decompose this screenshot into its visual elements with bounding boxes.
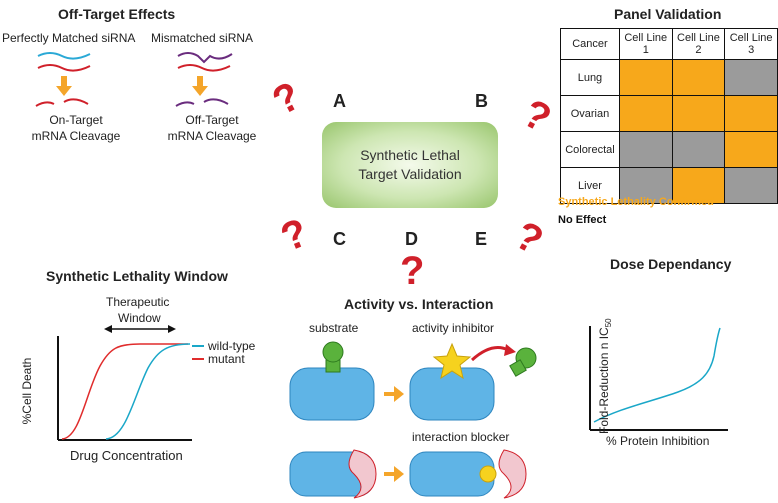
center-box-line2: Target Validation <box>358 166 462 182</box>
legend-no-effect: No Effect <box>558 214 607 226</box>
question-mark-icon: ? <box>516 91 558 141</box>
right-arrow-icon <box>384 386 404 402</box>
letter-c: C <box>333 229 346 249</box>
letter-e: E <box>475 229 488 249</box>
mismatched-sirna-label: Mismatched siRNA <box>151 31 254 45</box>
cleaved-mrna-icon <box>35 98 89 107</box>
question-mark-icon: ? <box>400 249 424 293</box>
legend-mutant: mutant <box>208 352 245 366</box>
result-cell <box>671 131 726 168</box>
substrate-icon <box>322 341 344 363</box>
inhibitor-label: activity inhibitor <box>412 321 495 335</box>
result-cell <box>671 167 726 204</box>
substrate-stem <box>509 359 527 377</box>
binding-partner-icon <box>348 449 377 499</box>
activity-title: Activity vs. Interaction <box>344 296 494 312</box>
result-cell <box>724 59 778 96</box>
mismatched-mrna-strand <box>177 64 231 72</box>
header-cell-line-3: Cell Line 3 <box>724 28 778 60</box>
sl-window-chart <box>57 325 204 441</box>
arrow-right-icon <box>168 325 176 333</box>
table-row: Colorectal <box>560 131 778 168</box>
dose-ylabel-main: Fold-Reduction n IC <box>596 327 611 435</box>
letter-d: D <box>405 229 418 249</box>
off-target-line1: Off-Target <box>185 113 239 127</box>
table-row: Liver <box>560 167 778 204</box>
wild-type-curve <box>105 343 191 440</box>
result-cell <box>671 95 726 132</box>
panel-validation-table: Cancer Cell Line 1 Cell Line 2 Cell Line… <box>560 28 778 204</box>
dose-title: Dose Dependancy <box>610 256 732 272</box>
mutant-curve <box>61 343 188 440</box>
on-target-line1: On-Target <box>49 113 103 127</box>
down-arrow-icon <box>56 76 72 96</box>
off-target-title: Off-Target Effects <box>58 6 176 22</box>
result-cell <box>618 59 673 96</box>
panel-validation-title: Panel Validation <box>614 6 722 22</box>
center-box: Synthetic Lethal Target Validation <box>322 122 498 208</box>
sl-xlabel: Drug Concentration <box>70 448 183 463</box>
table-row: Lung <box>560 59 778 96</box>
center-box-line1: Synthetic Lethal <box>360 147 460 163</box>
matched-sirna-strand <box>37 52 91 60</box>
binding-partner-icon <box>498 449 527 499</box>
row-label: Lung <box>560 59 620 96</box>
dose-ylabel: Fold-Reduction n IC50 <box>597 301 613 451</box>
blocker-label: interaction blocker <box>412 430 510 444</box>
result-cell <box>724 167 778 204</box>
therapeutic-label: Therapeutic <box>106 295 170 309</box>
table-header-row: Cancer Cell Line 1 Cell Line 2 Cell Line… <box>560 28 778 60</box>
dose-xlabel: % Protein Inhibition <box>606 434 710 448</box>
result-cell <box>618 167 673 204</box>
dose-ylabel-sub: 50 <box>604 318 614 328</box>
dose-chart <box>589 326 728 431</box>
legend-wild-type: wild-type <box>208 339 256 353</box>
result-cell <box>724 131 778 168</box>
arrow-left-icon <box>104 325 112 333</box>
protein-cell <box>289 367 375 421</box>
result-cell <box>671 59 726 96</box>
on-target-line2: mRNA Cleavage <box>31 129 121 143</box>
result-cell <box>618 131 673 168</box>
sl-ylabel: %Cell Death <box>20 357 34 425</box>
question-mark-icon: ? <box>508 213 550 263</box>
header-cancer: Cancer <box>560 28 620 60</box>
legend-confirmed: Synthetic Lethality Confirmed <box>558 196 714 208</box>
question-mark-icon: ? <box>275 210 314 260</box>
letter-a: A <box>333 91 346 111</box>
result-cell <box>724 95 778 132</box>
dose-curve <box>593 327 721 423</box>
sl-window-title: Synthetic Lethality Window <box>46 268 228 284</box>
header-cell-line-2: Cell Line 2 <box>671 28 726 60</box>
substrate-label: substrate <box>309 321 359 335</box>
protein-cell <box>409 367 495 421</box>
matched-sirna-label: Perfectly Matched siRNA <box>2 31 136 45</box>
sirna-illustration <box>35 52 233 107</box>
down-arrow-icon <box>192 76 208 96</box>
activity-illustration <box>289 341 537 499</box>
question-mark-icon: ? <box>266 74 308 124</box>
blocker-icon <box>479 465 497 483</box>
row-label: Ovarian <box>560 95 620 132</box>
row-label: Liver <box>560 167 620 204</box>
off-target-line2: mRNA Cleavage <box>167 129 257 143</box>
header-cell-line-1: Cell Line 1 <box>618 28 673 60</box>
window-label: Window <box>118 311 161 325</box>
row-label: Colorectal <box>560 131 620 168</box>
letter-b: B <box>475 91 488 111</box>
table-row: Ovarian <box>560 95 778 132</box>
curved-arrow-icon <box>470 346 509 362</box>
mismatched-sirna-strand <box>177 52 233 64</box>
matched-mrna-strand <box>37 64 91 72</box>
right-arrow-icon <box>384 466 404 482</box>
result-cell <box>618 95 673 132</box>
cleaved-mrna-icon <box>175 98 229 107</box>
inhibitor-star-icon <box>432 342 472 380</box>
